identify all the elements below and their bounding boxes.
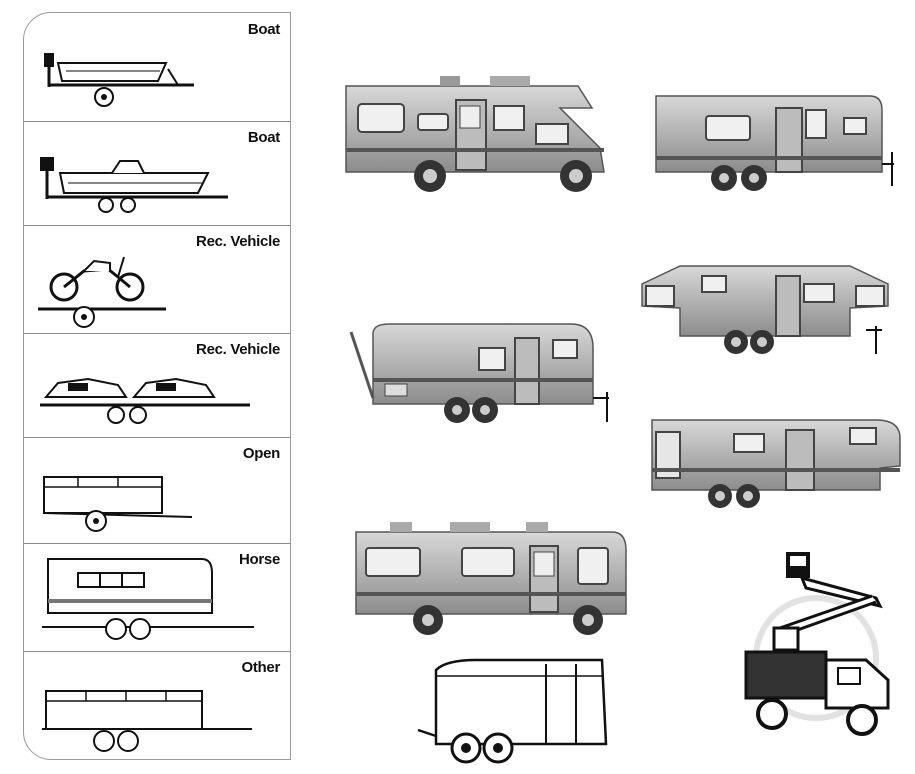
category-label: Boat bbox=[247, 129, 280, 146]
travel-trailer-pulled-icon bbox=[349, 323, 609, 423]
fifth-wheel-icon bbox=[651, 419, 901, 508]
class-a-motorhome-icon bbox=[355, 522, 627, 635]
category-row-open[interactable]: Open bbox=[24, 437, 290, 544]
category-row-rec-vehicle[interactable]: Rec. Vehicle bbox=[24, 225, 290, 334]
category-row-horse[interactable]: Horse bbox=[24, 543, 290, 652]
boat-trailer-icon bbox=[40, 157, 228, 213]
boat-trailer-icon bbox=[44, 53, 194, 107]
category-row-boat-2[interactable]: Boat bbox=[24, 121, 290, 226]
open-trailer-icon bbox=[43, 476, 193, 532]
class-c-motorhome-icon bbox=[345, 76, 605, 192]
fifth-wheel-popup-icon bbox=[641, 265, 889, 354]
utility-trailer-icon bbox=[42, 690, 252, 752]
snowmobile-trailer-icon bbox=[40, 377, 250, 424]
motorcycle-trailer-icon bbox=[38, 256, 166, 328]
category-row-boat[interactable]: Boat bbox=[24, 13, 290, 122]
category-row-other[interactable]: Other bbox=[24, 651, 290, 759]
horse-trailer-icon bbox=[42, 558, 254, 640]
trailer-category-panel: Boat Boat Rec. Vehicle bbox=[23, 12, 291, 760]
category-label: Rec. Vehicle bbox=[196, 233, 280, 250]
category-row-rec-vehicle-2[interactable]: Rec. Vehicle bbox=[24, 333, 290, 438]
bucket-truck-icon bbox=[744, 552, 890, 736]
travel-trailer-icon bbox=[655, 95, 894, 191]
enclosed-cargo-trailer-icon bbox=[417, 658, 608, 764]
category-label: Boat bbox=[247, 21, 280, 38]
category-label: Rec. Vehicle bbox=[196, 341, 280, 358]
category-label: Horse bbox=[238, 551, 280, 568]
category-label: Open bbox=[242, 445, 280, 462]
category-label: Other bbox=[241, 659, 280, 676]
